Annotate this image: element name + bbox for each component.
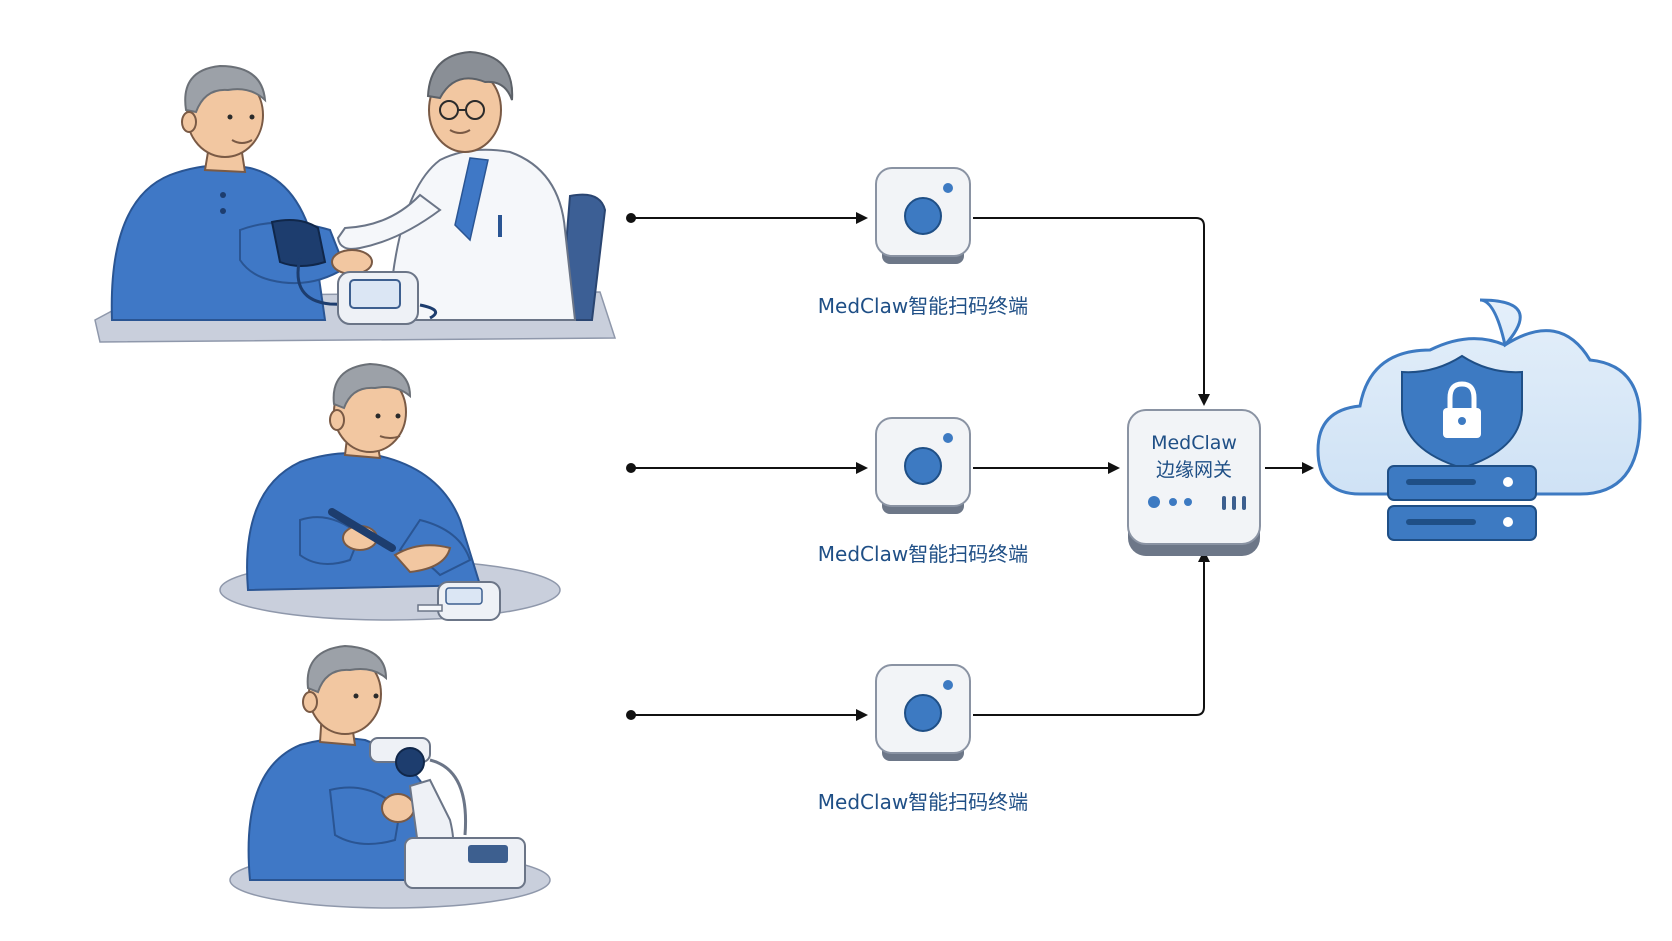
terminal-label-3: MedClaw智能扫码终端 — [817, 790, 1029, 814]
camera-scanner-icon — [904, 183, 953, 235]
gateway-led-2 — [1169, 498, 1177, 506]
camera-scanner-icon — [904, 680, 953, 732]
gateway-title: MedClaw — [1151, 432, 1237, 454]
terminal-device-3 — [875, 664, 971, 761]
terminal-device-1 — [875, 167, 971, 264]
arrow-terminal3-gateway — [973, 550, 1210, 716]
terminal-device-2 — [875, 417, 971, 514]
scene-glucose-test — [219, 362, 561, 621]
scene-spirometer — [229, 644, 551, 909]
shield-lock-icon — [1401, 354, 1523, 470]
arrow-terminal1-gateway — [973, 217, 1210, 406]
terminal-label-2: MedClaw智能扫码终端 — [817, 542, 1029, 566]
gateway-device — [1127, 409, 1261, 556]
scene-blood-pressure — [94, 50, 617, 343]
camera-scanner-icon — [904, 433, 953, 485]
connector-lines — [626, 212, 1314, 721]
gateway-led-3 — [1184, 498, 1192, 506]
gateway-led-1 — [1148, 496, 1160, 508]
gateway-subtitle: 边缘网关 — [1155, 459, 1232, 481]
terminal-label-1: MedClaw智能扫码终端 — [817, 294, 1029, 318]
server-icon — [1387, 465, 1537, 541]
